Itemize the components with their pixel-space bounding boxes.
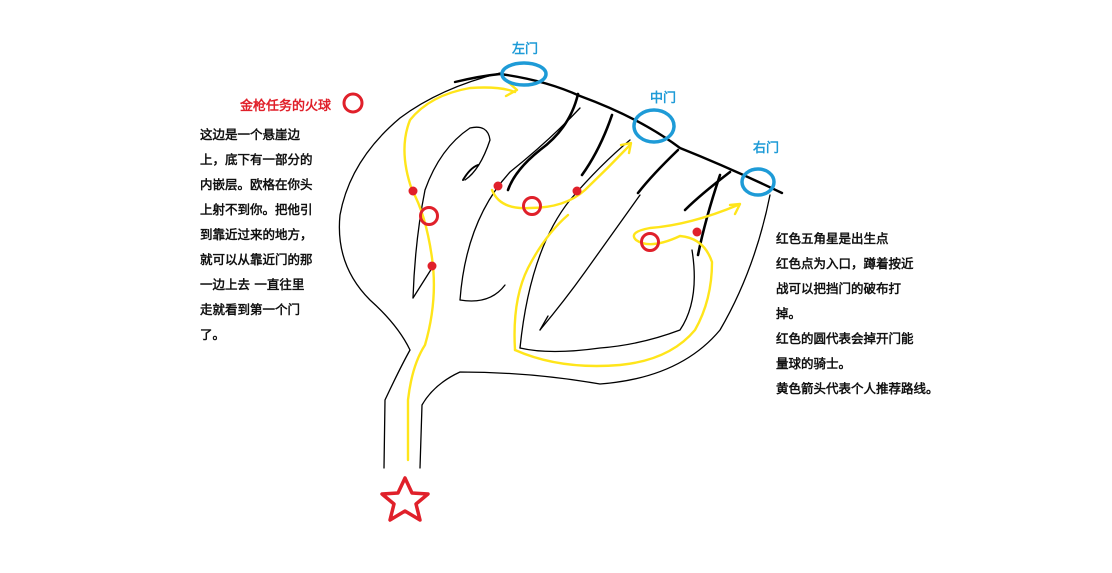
knight-markers [419, 196, 660, 252]
note-line: 掉。 [776, 306, 802, 321]
note-line: 量球的骑士。 [776, 356, 852, 371]
gate-markers [500, 61, 776, 197]
red-circle-icon [640, 232, 660, 252]
recommended-route [403, 80, 742, 462]
top-wall [453, 72, 784, 257]
blue-ring-icon [740, 167, 776, 197]
blue-ring-icon [500, 61, 548, 87]
note-line: 了。 [200, 327, 226, 342]
red-circle-icon [419, 206, 439, 226]
note-line: 到靠近过来的地方， [200, 227, 313, 242]
note-line: 红色的圆代表会掉开门能 [776, 331, 914, 346]
blue-ring-icon [632, 108, 676, 144]
note-line: 红色五角星是出生点 [776, 231, 889, 246]
note-right: 红色五角星是出生点 红色点为入口，蹲着按近 战可以把挡门的破布打 掉。 红色的圆… [776, 226, 939, 401]
note-line: 内嵌层。欧格在你头 [200, 177, 313, 192]
note-line: 走就看到第一个门 [200, 302, 301, 317]
red-dot-icon [427, 261, 437, 271]
red-dot-icon [692, 227, 702, 237]
note-line: 一边上去 一直往里 [200, 277, 305, 292]
red-dot-icon [493, 181, 503, 191]
note-line: 红色点为入口，蹲着按近 [776, 256, 914, 271]
note-line: 这边是一个悬崖边 [200, 127, 301, 142]
red-dot-icon [408, 186, 418, 196]
note-line: 上，底下有一部分的 [200, 152, 313, 167]
fireball-legend-label: 金枪任务的火球 [240, 99, 332, 114]
note-left: 这边是一个悬崖边 上，底下有一部分的 内嵌层。欧格在你头 上射不到你。把他引 到… [200, 122, 313, 347]
gate-label-left: 左门 [512, 42, 539, 57]
note-line: 就可以从靠近门的那 [200, 252, 313, 267]
gate-label-middle: 中门 [650, 91, 677, 106]
star-icon [380, 476, 430, 522]
cliff-outline [338, 72, 771, 469]
note-line: 战可以把挡门的破布打 [776, 281, 902, 296]
red-dot-icon [572, 186, 582, 196]
gate-label-right: 右门 [753, 141, 780, 156]
entrance-markers [408, 181, 702, 271]
note-line: 上射不到你。把他引 [200, 202, 313, 217]
fireball-icon [342, 92, 364, 114]
red-circle-icon [522, 196, 542, 216]
note-line: 黄色箭头代表个人推荐路线。 [776, 381, 939, 396]
